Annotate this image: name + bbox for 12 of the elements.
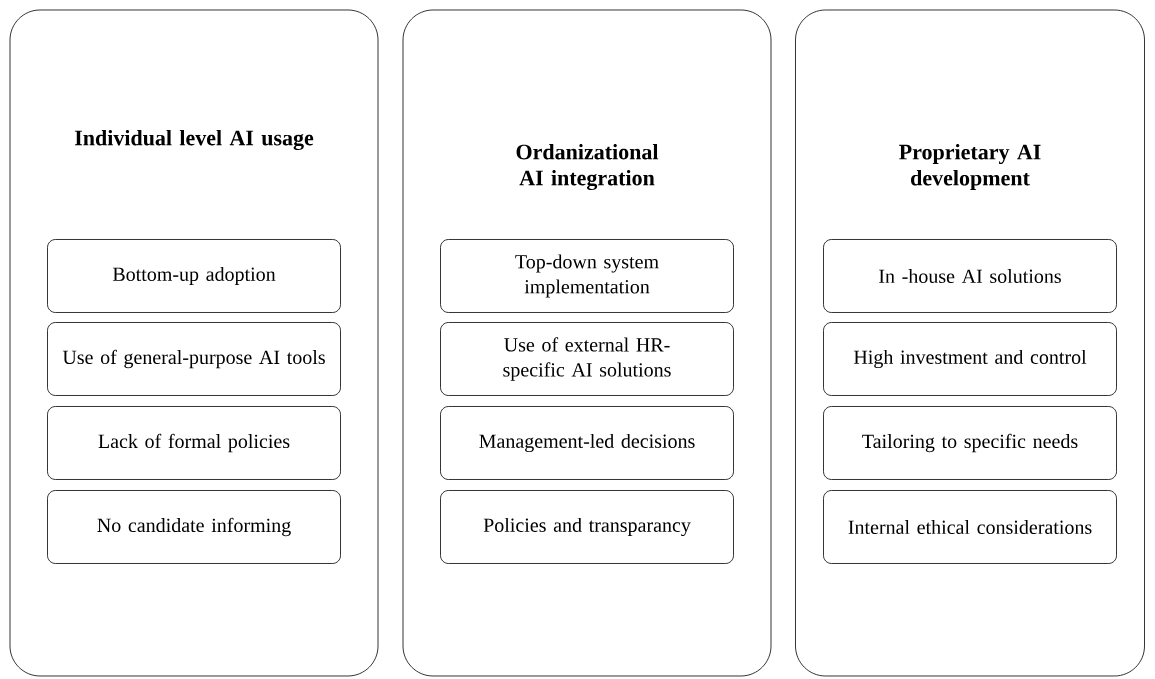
item-box: Top-down system implementation <box>440 239 734 313</box>
item-box: No candidate informing <box>47 490 341 564</box>
item-box: In -house AI solutions <box>823 239 1117 313</box>
item-box: Policies and transparancy <box>440 490 734 564</box>
item-box: Tailoring to specific needs <box>823 406 1117 480</box>
item-box: Bottom-up adoption <box>47 239 341 313</box>
item-box: High investment and control <box>823 322 1117 396</box>
item-box: Use of general-purpose AI tools <box>47 322 341 396</box>
item-box: Lack of formal policies <box>47 406 341 480</box>
item-box: Use of external HR-specific AI solutions <box>440 322 734 396</box>
item-box: Management-led decisions <box>440 406 734 480</box>
item-box: Internal ethical considerations <box>823 490 1117 564</box>
